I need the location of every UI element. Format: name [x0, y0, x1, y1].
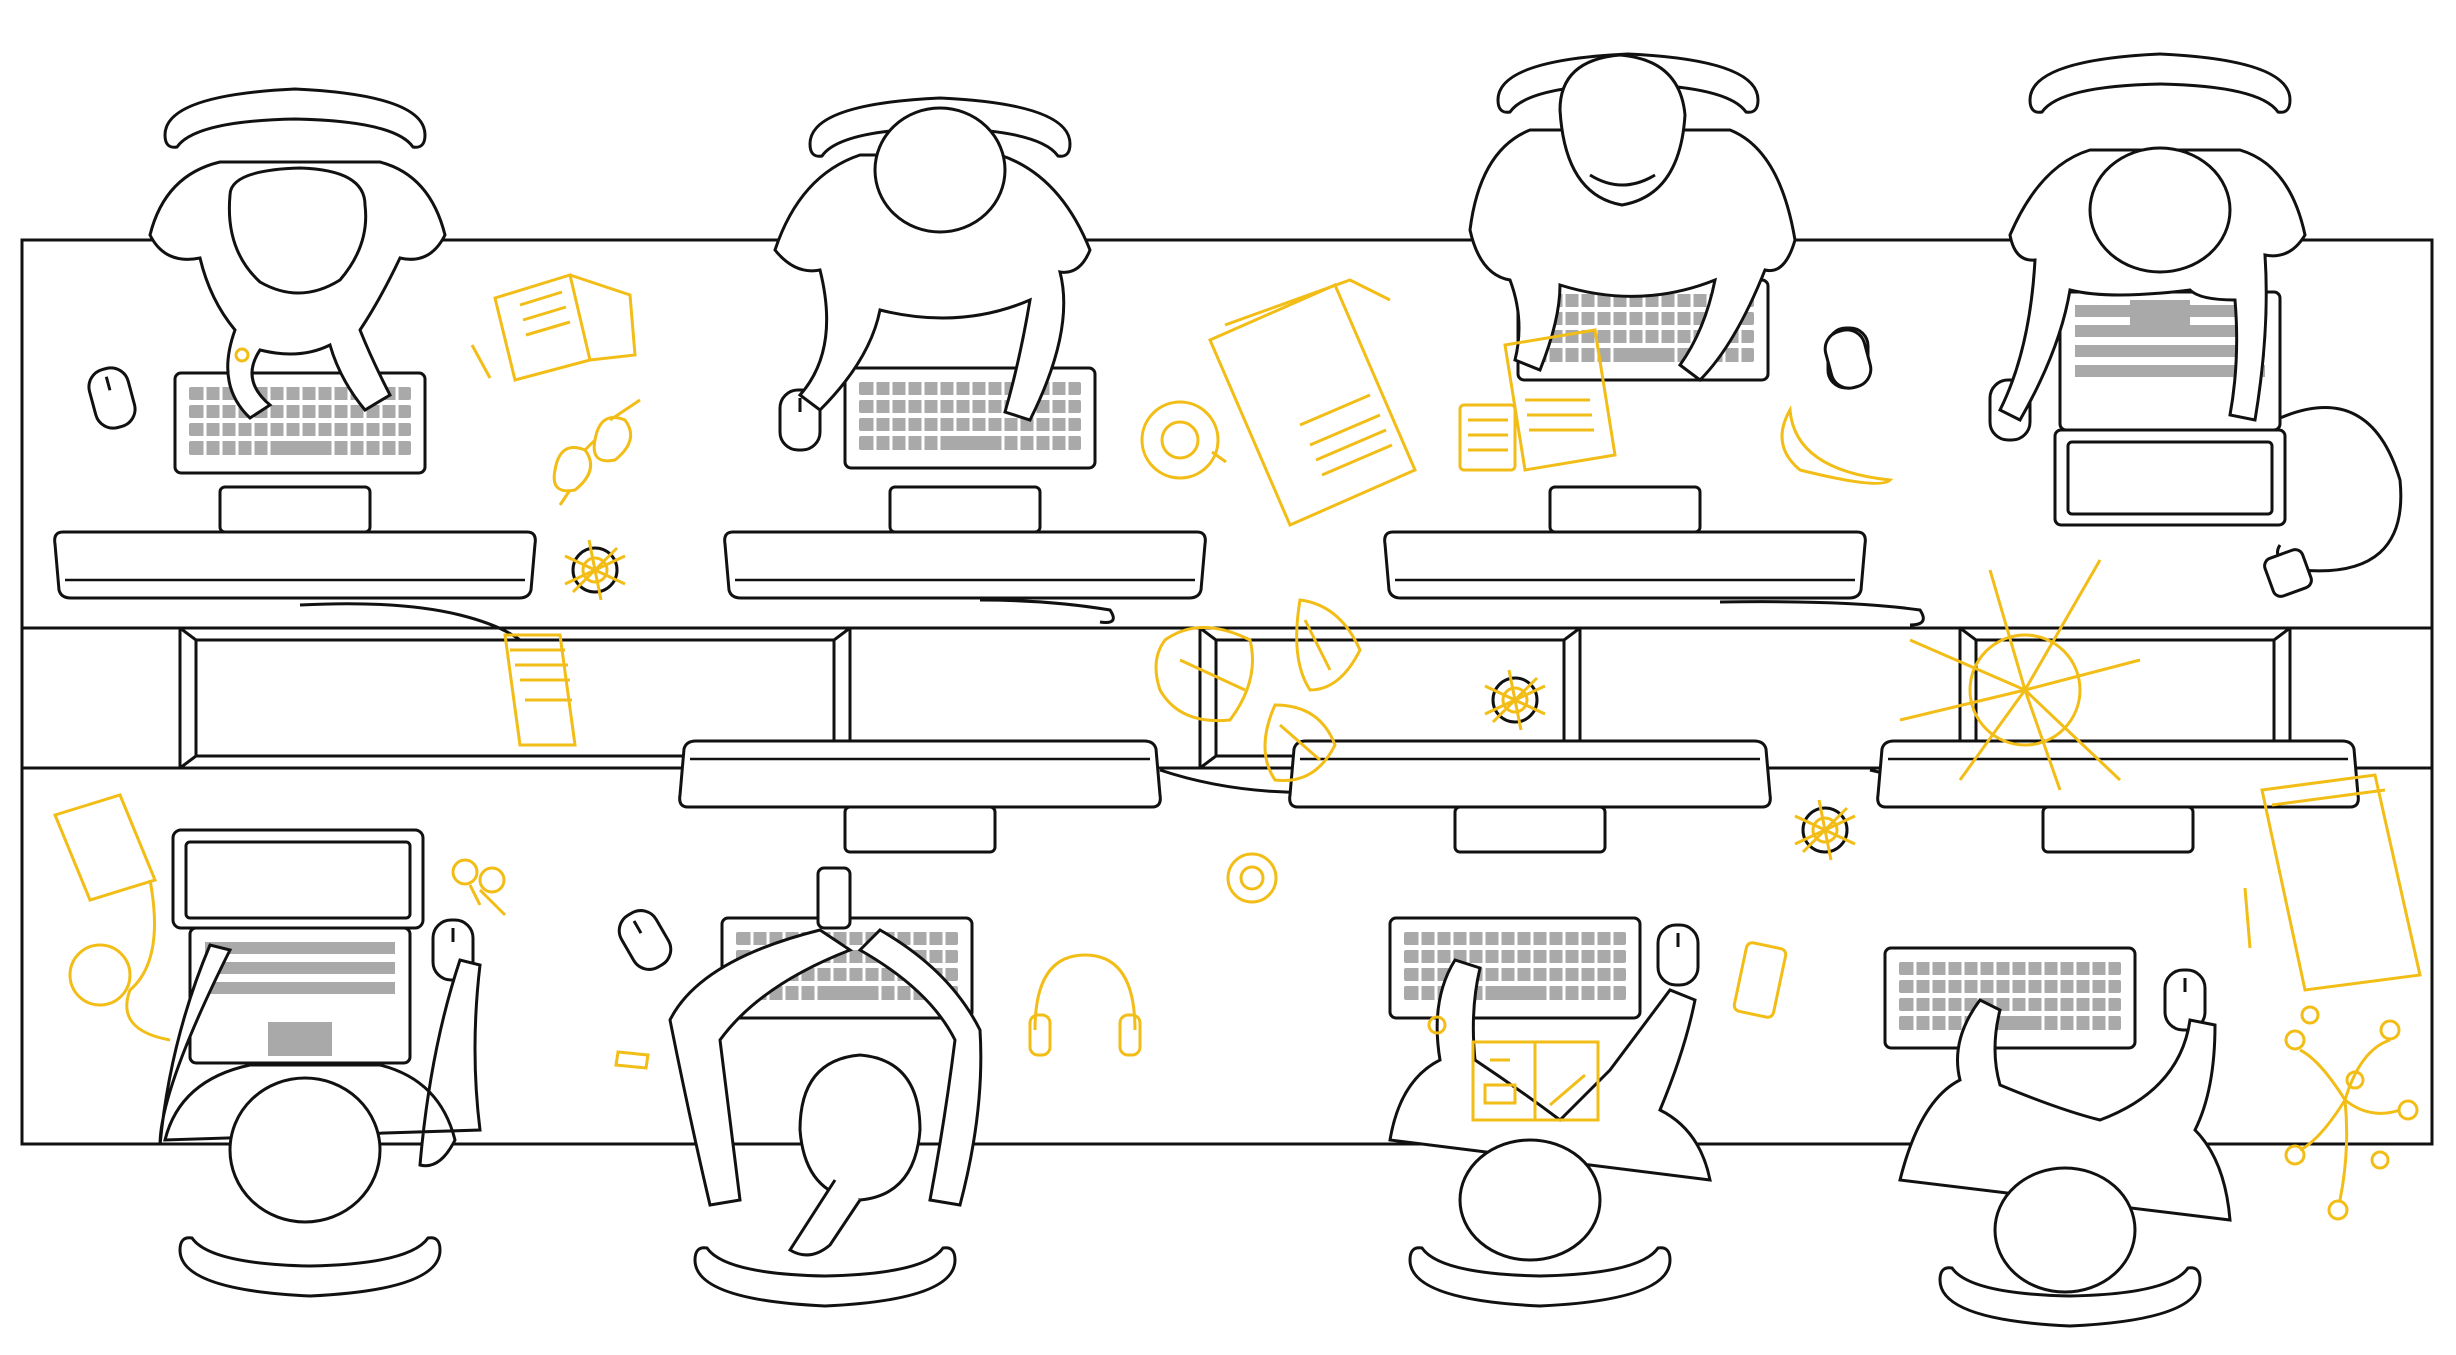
sketchbook-icon [1471, 1040, 1600, 1122]
workstation-7 [1288, 739, 1772, 1308]
accessories [1823, 328, 2313, 598]
banana-icon [1780, 405, 1894, 485]
accent-objects [52, 273, 2422, 1221]
mouse-icon [1823, 328, 1873, 390]
keys-icon [451, 858, 507, 917]
tape-roll-icon [1226, 852, 1278, 904]
notebook-icon [493, 273, 637, 382]
person-5 [158, 943, 482, 1224]
partition-divider [20, 626, 2434, 770]
workstation-2 [723, 96, 1207, 600]
person-6 [668, 866, 983, 1257]
papers-icon [1208, 278, 1417, 527]
phone-icon [1732, 941, 1788, 1019]
workstation-8 [1876, 739, 2360, 1328]
coffee-cup-icon [1140, 400, 1227, 480]
calculator-icon [1458, 403, 1517, 472]
glasses-icon [552, 398, 641, 506]
plant-icon [1899, 559, 2141, 791]
papers-icon [1503, 328, 1617, 472]
workstation-4 [1988, 52, 2307, 527]
person-8 [1898, 998, 2232, 1294]
workstation-5 [158, 828, 482, 1298]
workstation-3 [1383, 52, 1870, 600]
laptop-top-right [2053, 290, 2287, 527]
person-1 [148, 160, 447, 420]
workstation-6 [611, 739, 1162, 1308]
laptop-bottom-left [171, 828, 425, 1065]
person-2 [773, 106, 1092, 422]
usb-stick-icon [614, 1050, 650, 1070]
hard-drive-icon [52, 793, 171, 1042]
watch-icon [234, 347, 1447, 1035]
pencil-icon [470, 344, 492, 379]
person-3 [1468, 53, 1797, 382]
power-adapter-icon [2263, 548, 2313, 598]
workstation-1 [53, 87, 537, 600]
person-4 [1997, 146, 2307, 422]
person-7 [1388, 958, 1712, 1262]
books-stack-icon [503, 633, 577, 747]
flower-plant-icon [2284, 1005, 2419, 1221]
headphones-icon [1028, 953, 1142, 1057]
pen-icon [2243, 887, 2252, 949]
papers-icon [2260, 773, 2422, 992]
monstera-plant-icon [1154, 598, 1362, 783]
